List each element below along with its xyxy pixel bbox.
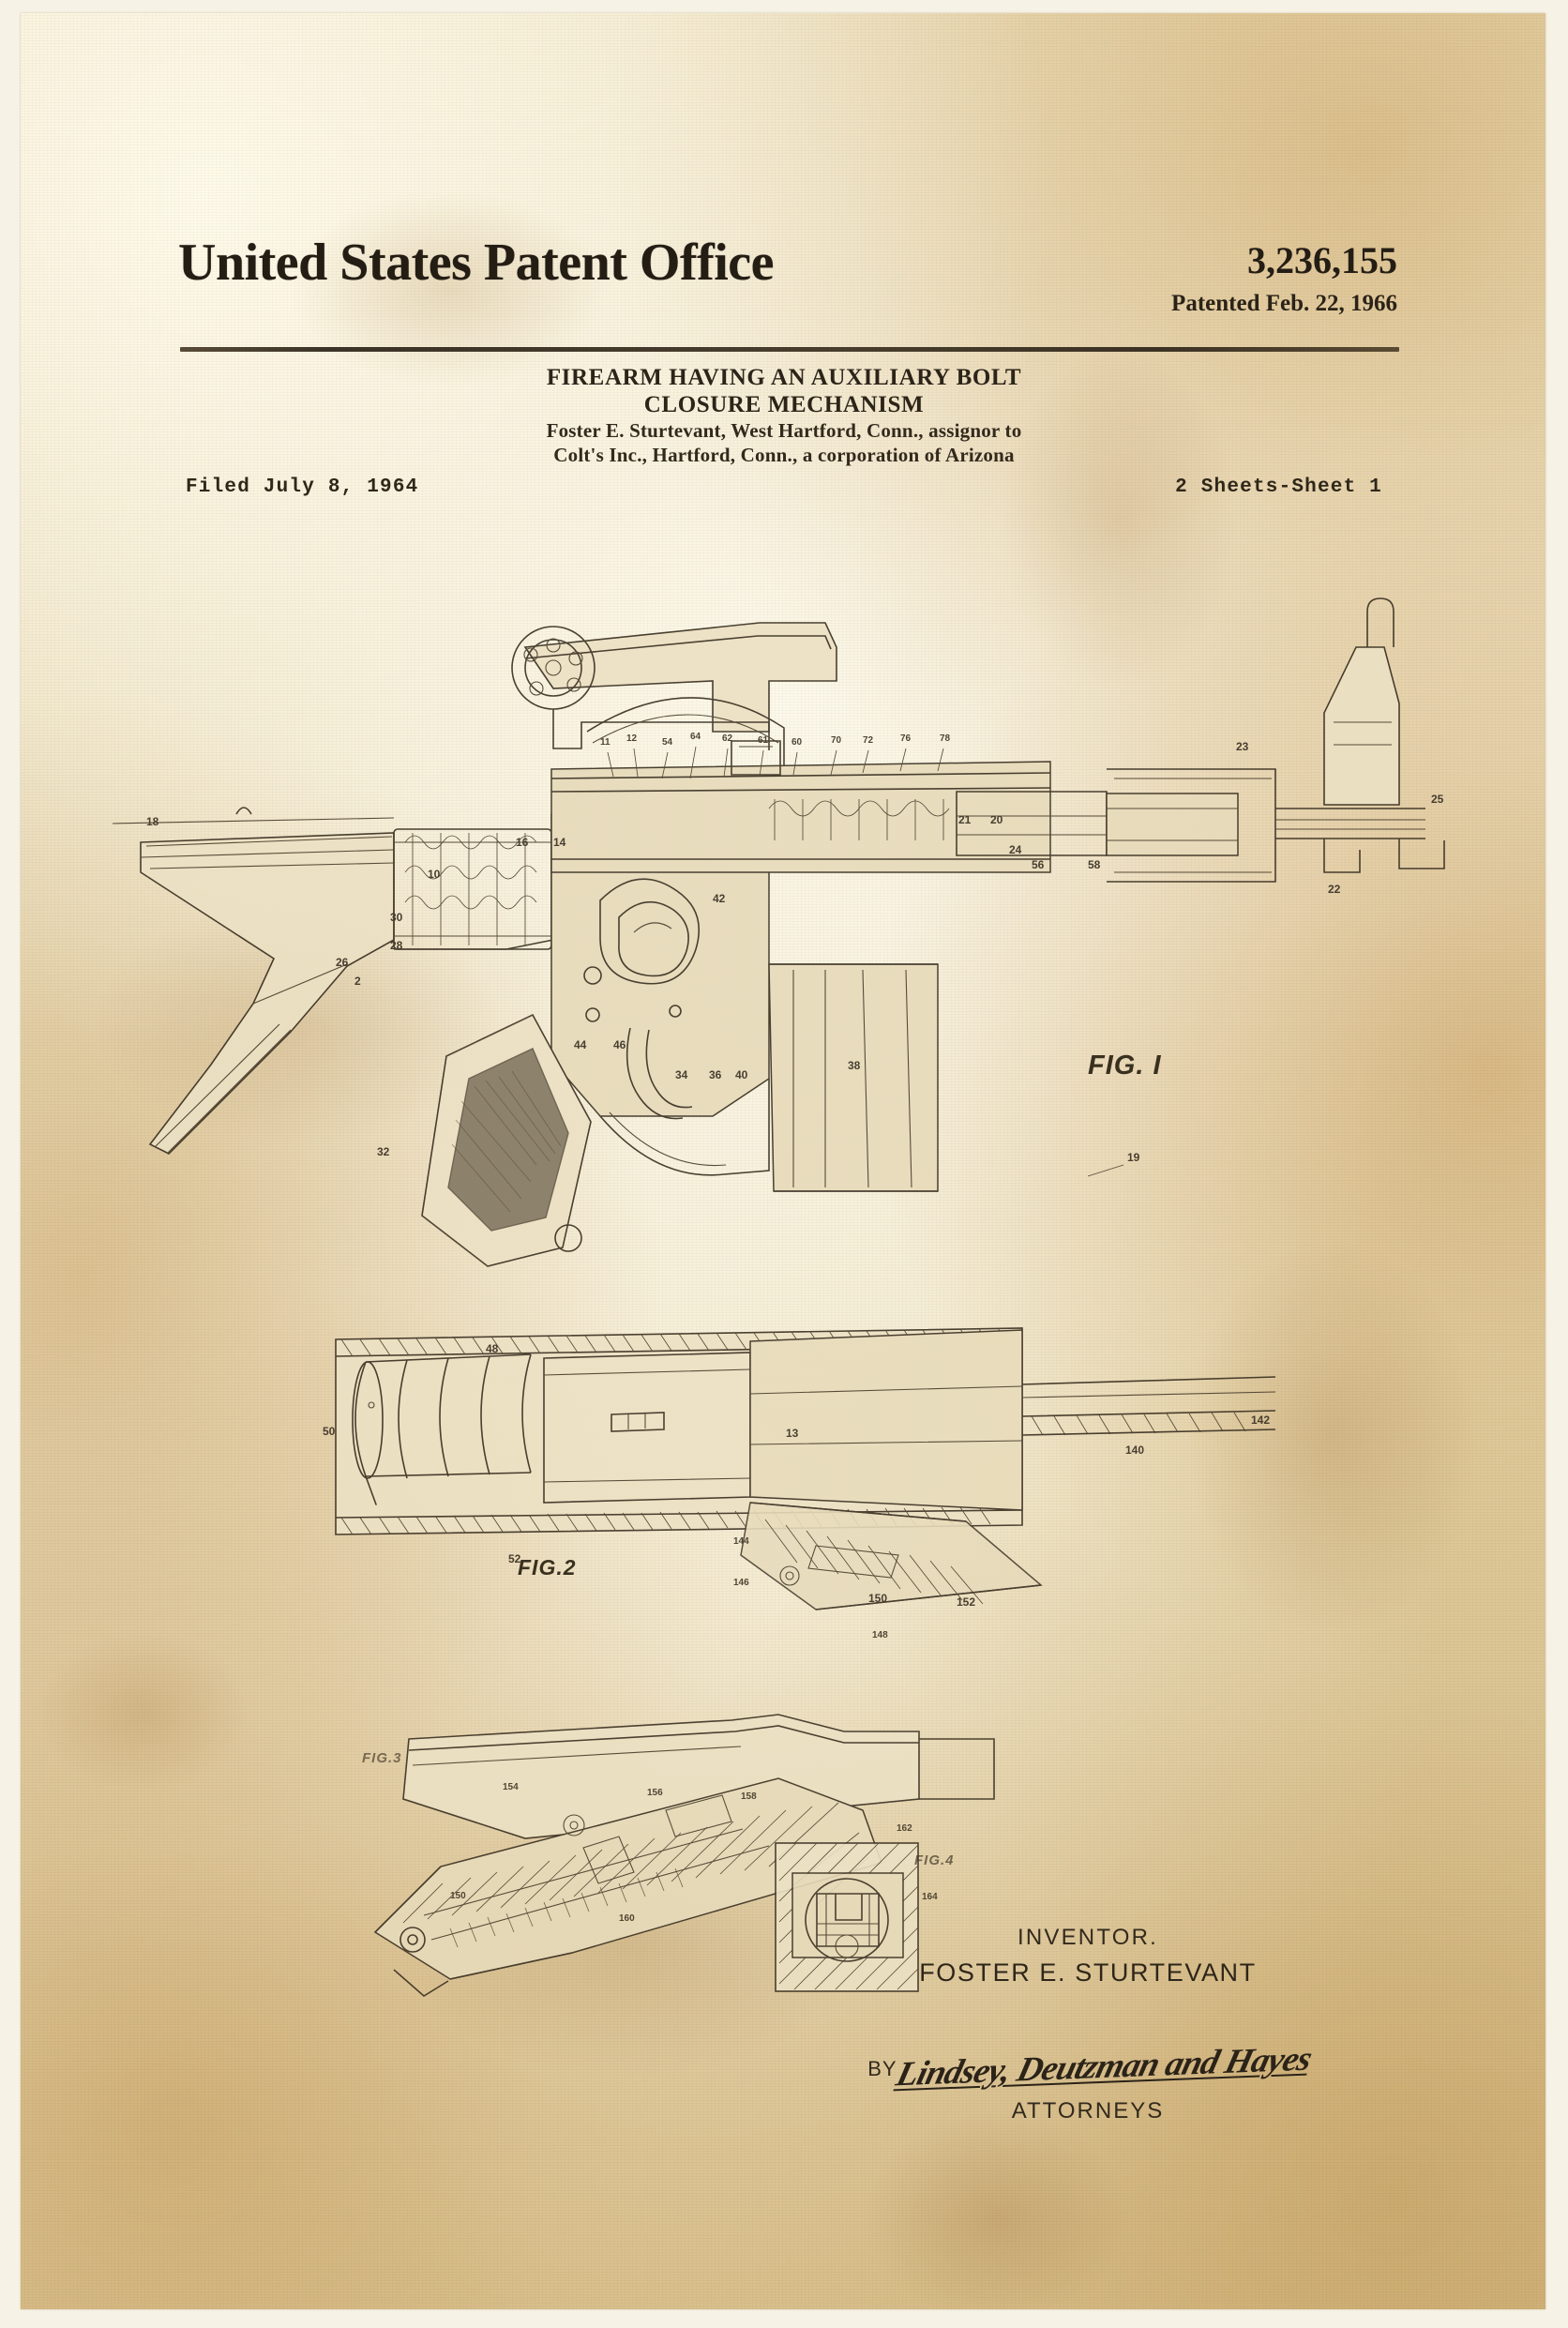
- svg-text:21: 21: [958, 813, 972, 826]
- svg-text:70: 70: [831, 735, 842, 746]
- svg-text:19: 19: [1127, 1151, 1140, 1164]
- figure-4-label: FIG.4: [914, 1852, 955, 1868]
- svg-text:46: 46: [613, 1038, 626, 1051]
- svg-text:2: 2: [354, 975, 361, 988]
- svg-text:78: 78: [940, 733, 951, 744]
- svg-text:13: 13: [786, 1427, 799, 1440]
- svg-text:34: 34: [675, 1068, 688, 1081]
- svg-text:44: 44: [574, 1038, 587, 1051]
- office-title: United States Patent Office: [178, 234, 775, 292]
- svg-text:10: 10: [428, 868, 441, 881]
- svg-text:28: 28: [390, 939, 403, 952]
- patent-header: United States Patent Office 3,236,155 Pa…: [178, 234, 1397, 340]
- figure-2-drawing: 140 142 150 152 144 146 148: [309, 1304, 1304, 1660]
- attorneys-label: ATTORNEYS: [1011, 2098, 1165, 2124]
- signature-block: INVENTOR. FOSTER E. STURTEVANT BY Lindse…: [825, 1925, 1350, 2124]
- svg-text:14: 14: [553, 836, 566, 849]
- svg-text:20: 20: [990, 813, 1003, 826]
- attorney-firm-signature: Lindsey, Deutzman and Hayes: [892, 2039, 1316, 2094]
- svg-text:48: 48: [486, 1342, 499, 1355]
- svg-text:160: 160: [619, 1913, 635, 1924]
- patent-title-block: FIREARM HAVING AN AUXILIARY BOLT CLOSURE…: [0, 364, 1568, 467]
- svg-text:36: 36: [709, 1068, 722, 1081]
- svg-text:64: 64: [690, 732, 701, 742]
- inventor-name: FOSTER E. STURTEVANT: [919, 1958, 1257, 1987]
- svg-text:22: 22: [1328, 883, 1341, 896]
- svg-text:158: 158: [741, 1791, 757, 1802]
- svg-text:150: 150: [450, 1891, 466, 1901]
- svg-text:26: 26: [336, 956, 349, 969]
- svg-text:154: 154: [503, 1782, 519, 1792]
- svg-text:72: 72: [863, 735, 874, 746]
- header-divider-rule: [180, 347, 1399, 352]
- svg-text:42: 42: [713, 892, 726, 905]
- svg-text:54: 54: [662, 737, 673, 748]
- filed-date: Filed July 8, 1964: [186, 476, 419, 498]
- svg-text:16: 16: [516, 836, 529, 849]
- inventor-line-1: Foster E. Sturtevant, West Hartford, Con…: [546, 419, 1022, 442]
- svg-text:156: 156: [647, 1788, 663, 1798]
- svg-text:162: 162: [897, 1823, 912, 1834]
- svg-text:40: 40: [735, 1068, 748, 1081]
- svg-text:18: 18: [146, 815, 159, 828]
- svg-text:148: 148: [872, 1630, 888, 1640]
- svg-text:144: 144: [733, 1536, 749, 1547]
- svg-text:152: 152: [957, 1595, 975, 1609]
- inventor-line-2: Colt's Inc., Hartford, Conn., a corporat…: [553, 444, 1015, 466]
- svg-text:140: 140: [1125, 1444, 1144, 1457]
- figure-1-label: FIG. I: [1088, 1051, 1162, 1081]
- svg-text:25: 25: [1431, 793, 1444, 806]
- svg-text:52: 52: [508, 1552, 521, 1565]
- svg-text:61: 61: [758, 735, 769, 746]
- svg-text:58: 58: [1088, 858, 1101, 871]
- svg-text:56: 56: [1032, 858, 1045, 871]
- svg-text:12: 12: [626, 733, 638, 744]
- figure-3-drawing: 154 156 158 160 150 162: [338, 1698, 1013, 2017]
- svg-text:38: 38: [848, 1059, 861, 1072]
- svg-text:146: 146: [733, 1578, 749, 1588]
- svg-text:30: 30: [390, 911, 403, 924]
- svg-text:142: 142: [1251, 1413, 1270, 1427]
- svg-text:23: 23: [1236, 740, 1249, 753]
- figure-1-drawing: 38 32: [112, 591, 1463, 1267]
- svg-text:24: 24: [1009, 843, 1022, 856]
- svg-text:60: 60: [792, 737, 803, 748]
- svg-text:164: 164: [922, 1892, 938, 1902]
- inventor-label: INVENTOR.: [1017, 1925, 1159, 1950]
- figure-2-label: FIG.2: [518, 1555, 577, 1580]
- svg-text:76: 76: [900, 733, 912, 744]
- svg-text:11: 11: [600, 737, 611, 748]
- figure-3-label: FIG.3: [362, 1750, 402, 1766]
- svg-text:62: 62: [722, 733, 733, 744]
- figure-4-drawing: 164: [764, 1834, 952, 2012]
- svg-text:150: 150: [868, 1592, 887, 1605]
- patent-title-line-1: FIREARM HAVING AN AUXILIARY BOLT: [546, 365, 1022, 390]
- svg-text:50: 50: [323, 1425, 336, 1438]
- filing-info-row: Filed July 8, 1964 2 Sheets-Sheet 1: [186, 476, 1382, 498]
- sheet-count: 2 Sheets-Sheet 1: [1175, 476, 1382, 498]
- patent-date: Patented Feb. 22, 1966: [1171, 291, 1397, 316]
- attorney-signature-row: BY Lindsey, Deutzman and Hayes: [825, 2025, 1350, 2094]
- svg-text:32: 32: [377, 1145, 390, 1158]
- patent-title-line-2: CLOSURE MECHANISM: [643, 392, 925, 417]
- by-label: BY: [867, 2057, 897, 2080]
- patent-number: 3,236,155: [1247, 239, 1397, 281]
